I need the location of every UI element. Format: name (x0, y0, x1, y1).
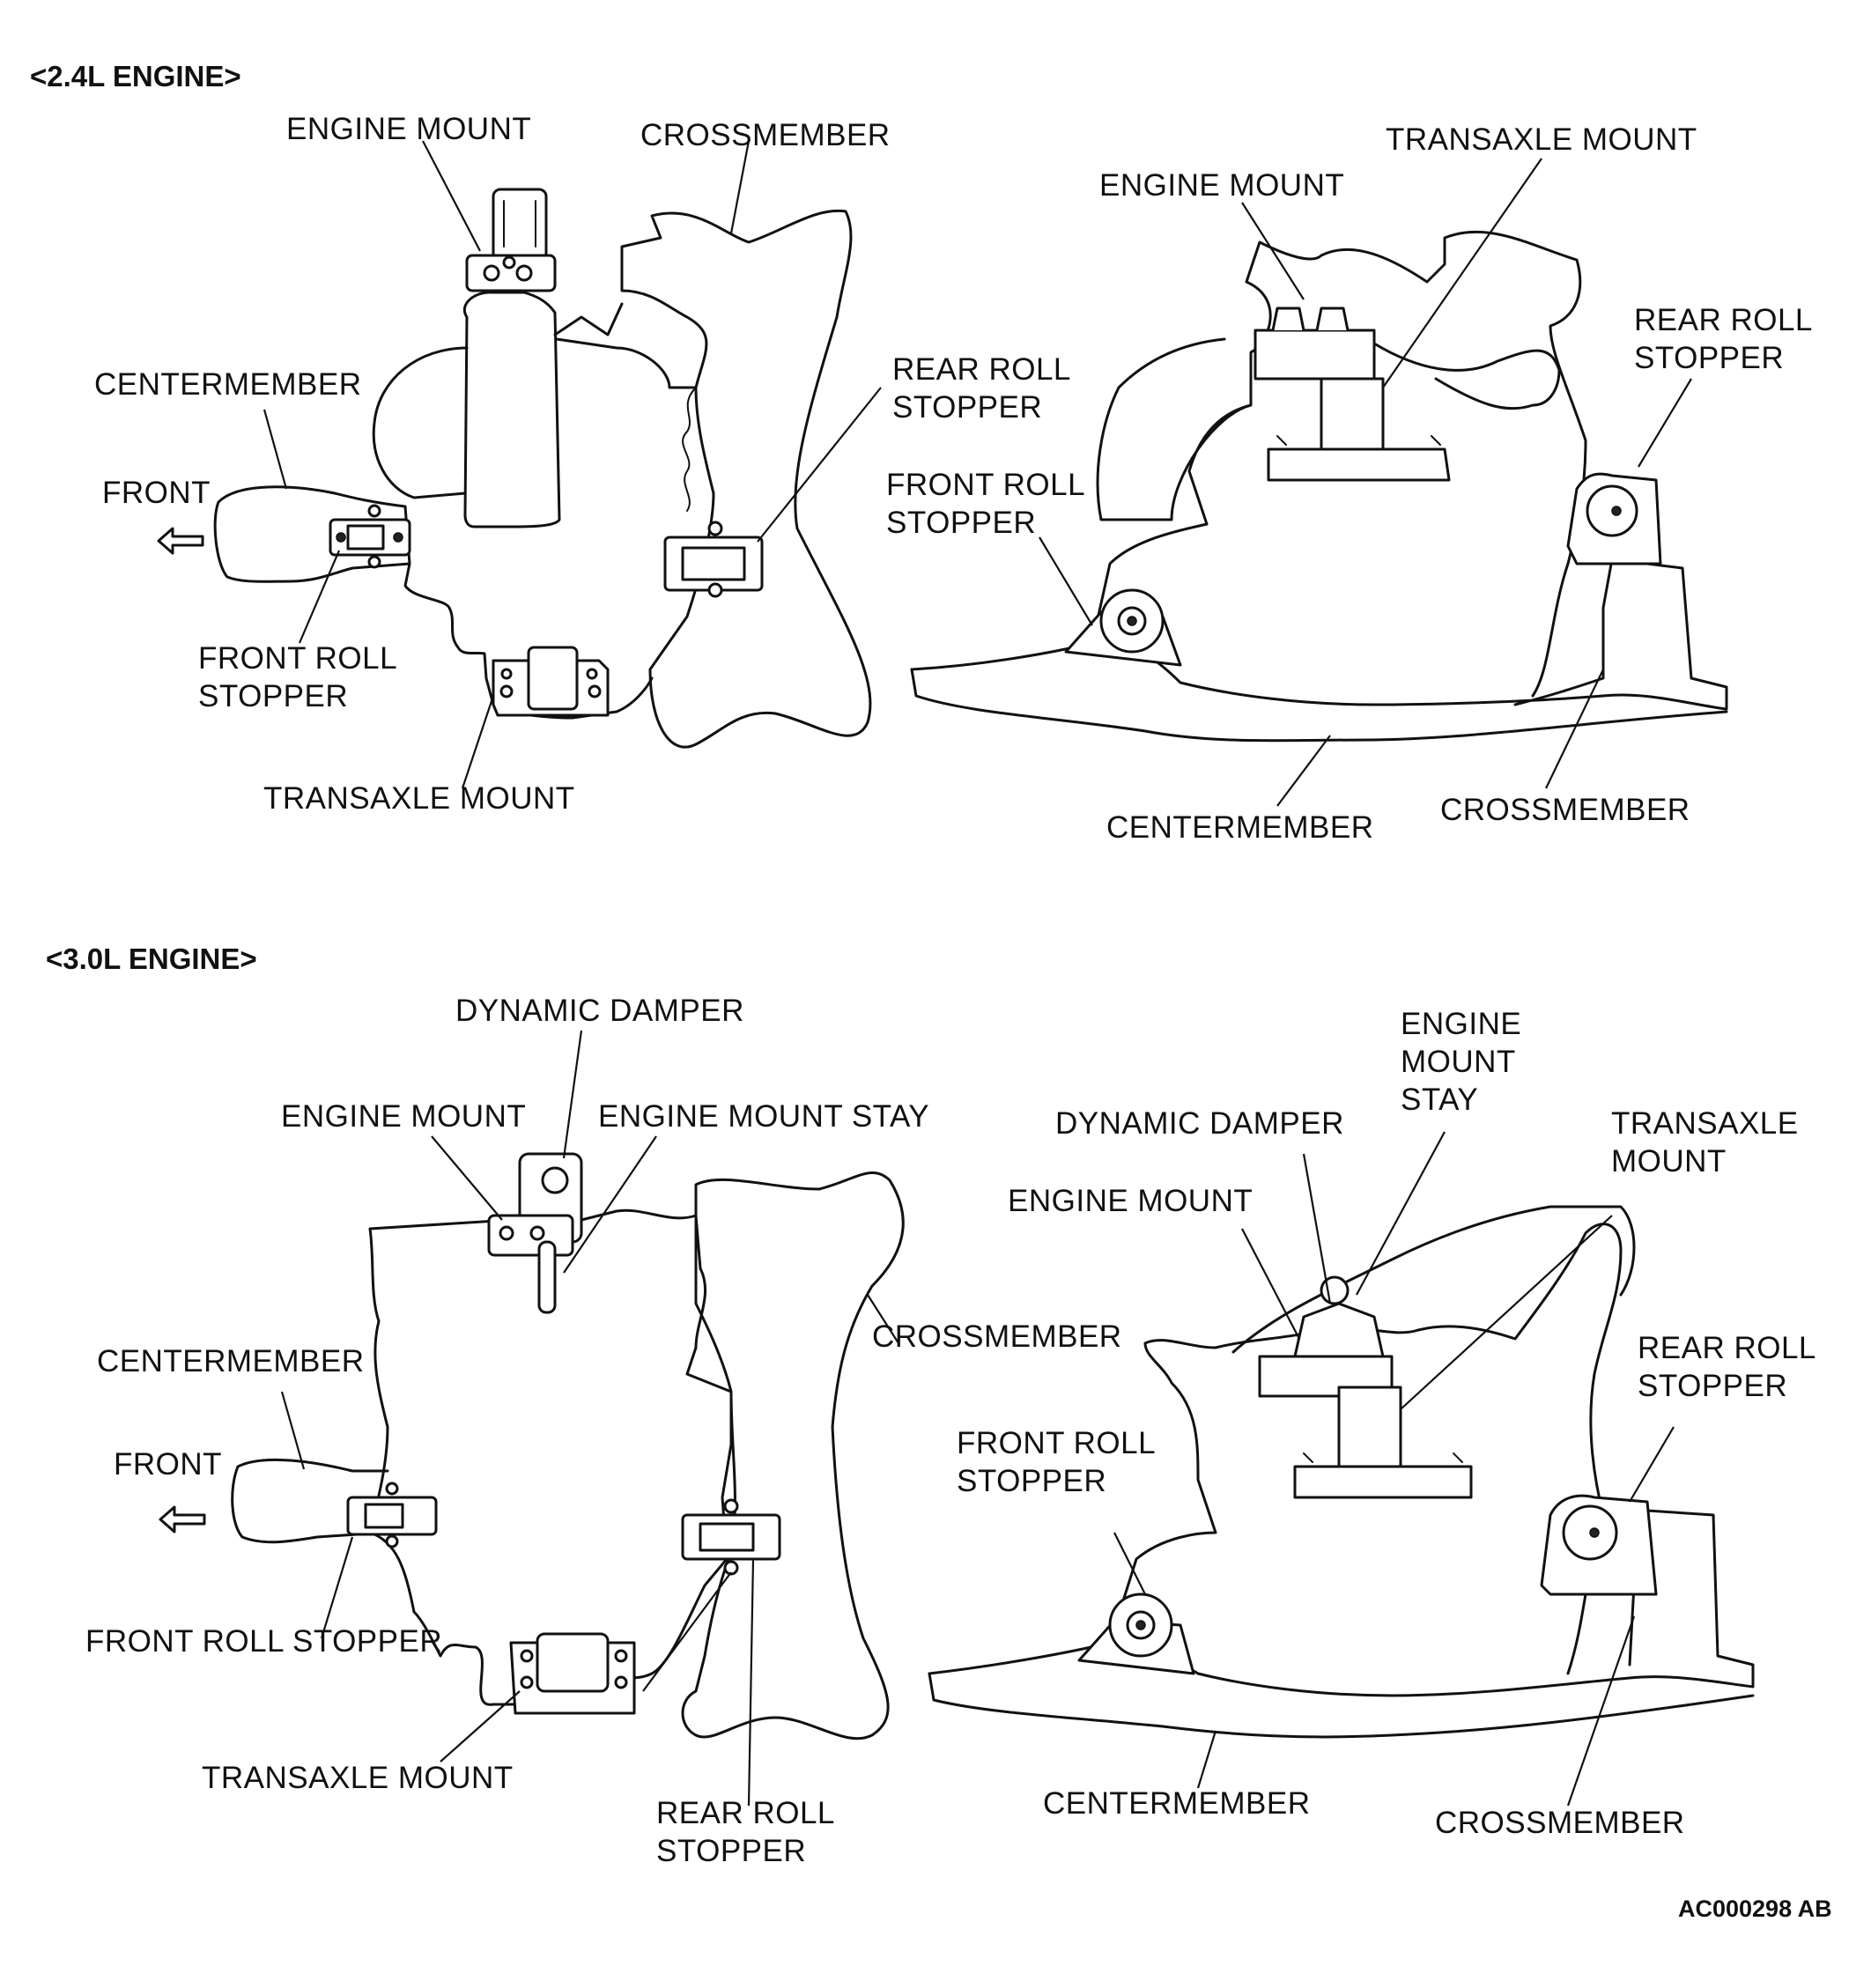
engine-side-outline-30 (1108, 1223, 1623, 1675)
label-rear-roll-stopper-side-24: REAR ROLL STOPPER (1634, 303, 1813, 375)
label-crossmember-side-30: CROSSMEMBER (1435, 1806, 1685, 1840)
front-roll-stopper-part-top-30 (346, 1482, 438, 1548)
top-view-2-4l (157, 140, 882, 789)
rear-roll-stopper-part-top-24 (663, 521, 764, 598)
label-rear-roll-stopper-top-24: REAR ROLL STOPPER (892, 352, 1071, 425)
label-crossmember-side-24: CROSSMEMBER (1440, 793, 1690, 827)
label-transaxle-mount-top-24: TRANSAXLE MOUNT (263, 781, 575, 816)
front-roll-stopper-part-top-24 (329, 504, 411, 569)
section-heading-2-4l: <2.4L ENGINE> (30, 60, 241, 92)
front-arrow (157, 527, 204, 555)
engine-mount-part-side-24 (1253, 307, 1376, 381)
label-dynamic-damper-side-30: DYNAMIC DAMPER (1055, 1106, 1344, 1141)
engine-outline-30 (368, 1208, 733, 1706)
front-roll-stopper-part-side-30 (1077, 1593, 1195, 1675)
label-engine-mount-top-24: ENGINE MOUNT (286, 112, 532, 146)
label-transaxle-mount-side-24: TRANSAXLE MOUNT (1386, 122, 1697, 157)
front-arrow-30 (159, 1505, 206, 1533)
label-front-roll-stopper-side-24: FRONT ROLL STOPPER (886, 468, 1086, 540)
crossmember-outline (620, 209, 872, 749)
label-centermember-side-24: CENTERMEMBER (1106, 810, 1374, 845)
crossmember-outline-30 (681, 1171, 905, 1740)
engine-mount-part-top-30 (487, 1152, 583, 1314)
side-view-3-0l (928, 1131, 1755, 1807)
label-engine-mount-top-30: ENGINE MOUNT (281, 1099, 527, 1134)
label-rear-roll-stopper-side-30: REAR ROLL STOPPER (1638, 1331, 1816, 1403)
figure-code: AC000298 AB (1678, 1896, 1832, 1922)
label-rear-roll-stopper-top-30: REAR ROLL STOPPER (656, 1796, 835, 1868)
side-view-2-4l (910, 158, 1728, 807)
engine-mount-part-side-30 (1258, 1275, 1394, 1398)
rear-roll-stopper-part-side-30 (1540, 1494, 1658, 1596)
label-dynamic-damper-top-30: DYNAMIC DAMPER (455, 994, 744, 1028)
label-engine-mount-side-24: ENGINE MOUNT (1099, 168, 1345, 203)
label-centermember-top-30: CENTERMEMBER (97, 1344, 365, 1378)
label-engine-mount-side-30: ENGINE MOUNT (1008, 1184, 1253, 1218)
label-front-roll-stopper-top-30: FRONT ROLL STOPPER (85, 1624, 443, 1659)
label-engine-mount-stay-top-30: ENGINE MOUNT STAY (598, 1099, 930, 1134)
transaxle-mount-part-side-24 (1267, 377, 1451, 482)
label-front-top-24: FRONT (102, 476, 211, 510)
label-centermember-top-24: CENTERMEMBER (94, 367, 362, 402)
top-view-3-0l (159, 1030, 905, 1807)
label-crossmember-top-24: CROSSMEMBER (640, 118, 891, 152)
section-heading-3-0l: <3.0L ENGINE> (46, 942, 257, 975)
label-front-roll-stopper-side-30: FRONT ROLL STOPPER (957, 1426, 1157, 1498)
rear-roll-stopper-part-top-30 (681, 1498, 781, 1576)
crossmember-side-outline (910, 558, 1728, 711)
centermember-outline-30 (231, 1458, 389, 1544)
label-crossmember-top-30: CROSSMEMBER (872, 1319, 1122, 1354)
rear-roll-stopper-part-side-24 (1566, 472, 1662, 565)
engine-outline (463, 291, 561, 528)
label-engine-mount-stay-side-30: ENGINE MOUNT STAY (1401, 1007, 1522, 1117)
label-centermember-side-30: CENTERMEMBER (1043, 1786, 1311, 1821)
front-roll-stopper-part-side-24 (1064, 588, 1182, 667)
transaxle-mount-part-top-24 (492, 646, 610, 717)
transaxle-mount-part-top-30 (509, 1632, 636, 1715)
label-transaxle-mount-top-30: TRANSAXLE MOUNT (202, 1761, 514, 1795)
label-transaxle-mount-side-30: TRANSAXLE MOUNT (1611, 1106, 1799, 1179)
label-front-roll-stopper-top-24: FRONT ROLL STOPPER (198, 641, 398, 713)
transaxle-mount-part-side-30 (1293, 1386, 1473, 1499)
engine-mount-part-top-24 (465, 188, 557, 292)
label-front-top-30: FRONT (114, 1447, 223, 1482)
